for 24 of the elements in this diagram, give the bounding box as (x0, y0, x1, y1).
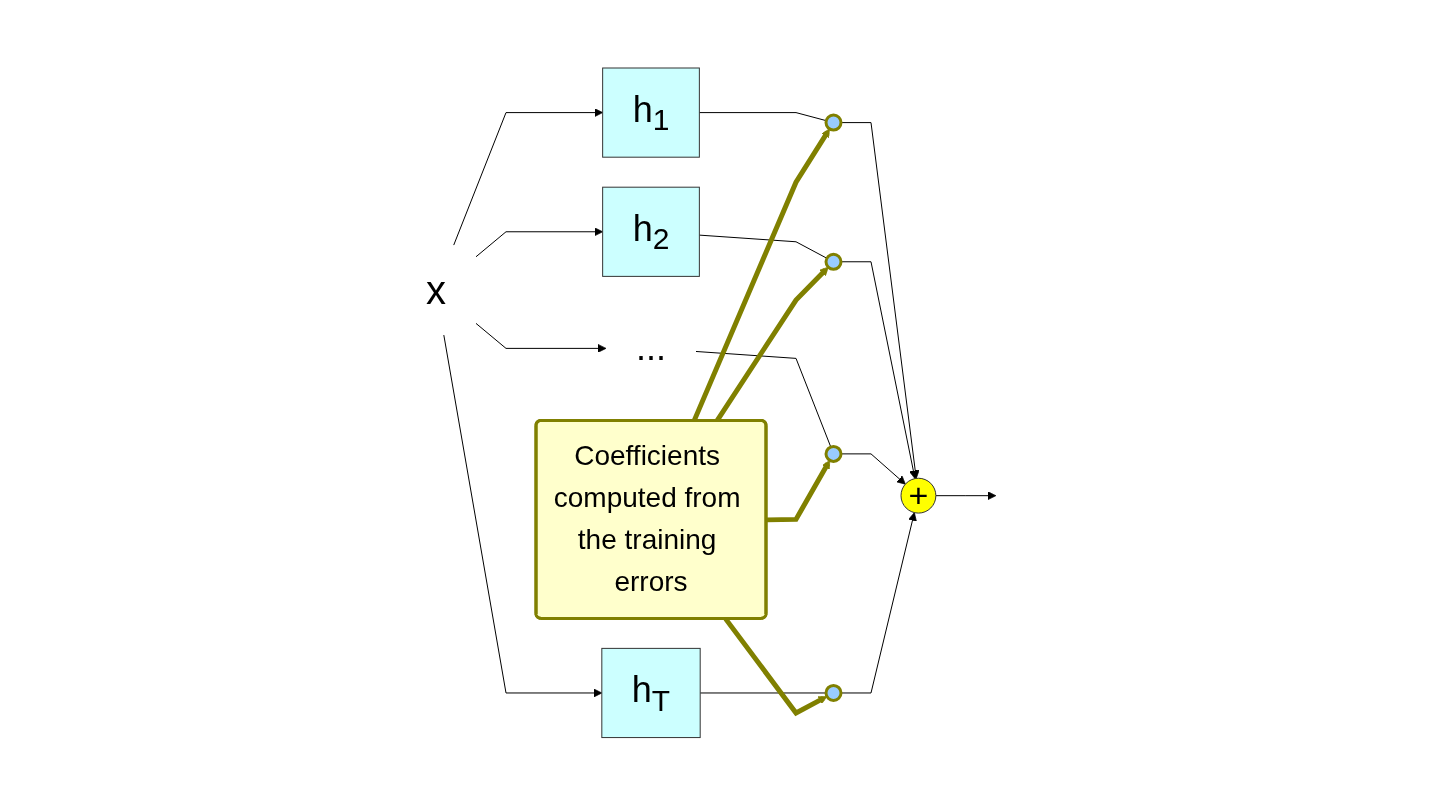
arrow (934, 491, 996, 500)
arrow (840, 511, 917, 694)
connector (695, 350, 831, 448)
arrow (840, 121, 920, 479)
arrow (475, 227, 603, 257)
node-box: h$_{2}$ (601, 186, 700, 277)
node-text: ... (635, 327, 666, 369)
connector (698, 111, 827, 121)
node-circle (824, 252, 843, 271)
connector (699, 692, 827, 694)
arrow (442, 334, 602, 698)
node-circle: + (900, 477, 936, 514)
node-circle (824, 683, 843, 702)
arrow (766, 459, 830, 523)
node-box: h$_{T}$ (600, 647, 701, 738)
arrow (840, 453, 906, 485)
arrow (475, 322, 606, 353)
node-box: h$_{1}$ (601, 67, 700, 158)
node-circle (824, 444, 843, 463)
node-text: x (425, 267, 446, 312)
node-circle (824, 113, 843, 132)
arrow (452, 107, 603, 246)
connector (698, 234, 827, 259)
arrow (840, 261, 918, 479)
